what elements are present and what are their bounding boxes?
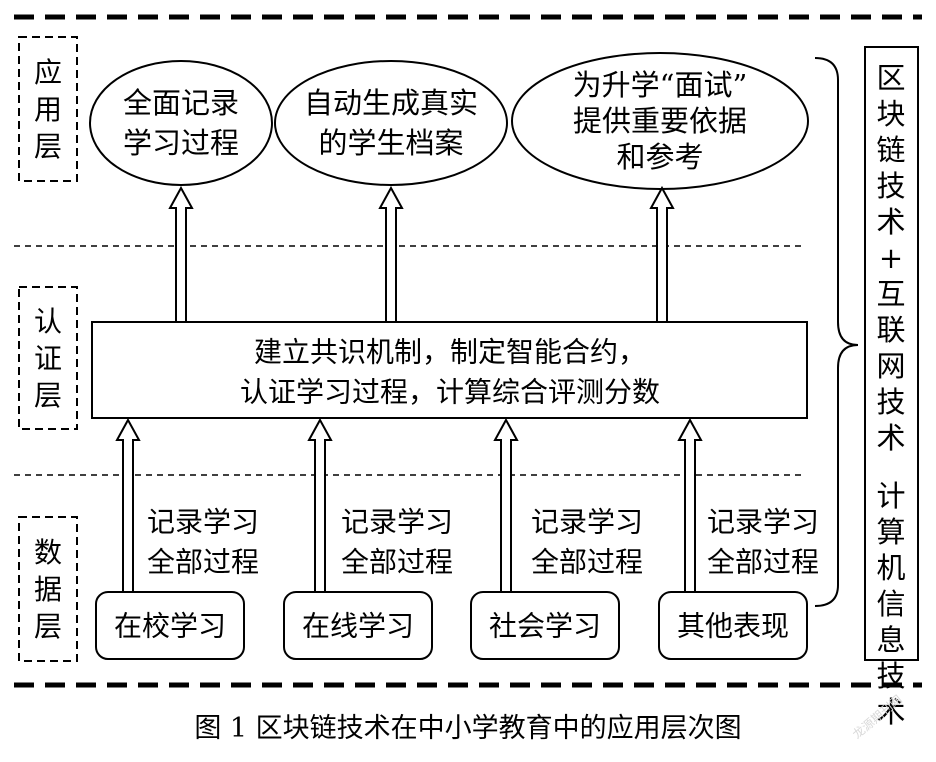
certification-line-1: 建立共识机制，制定智能合约， [254,336,646,369]
technology-label: 区块链技术+互联网技术计算机信息技术 [876,61,905,729]
arrow-label-3-line-1: 记录学习 [531,506,643,539]
data-source-label-3: 社会学习 [489,610,601,643]
arrow-label-1-line-2: 全部过程 [147,546,259,579]
arrow-label-2-line-1: 记录学习 [341,506,453,539]
data-source-label-2: 在线学习 [302,610,414,643]
layer-label-data: 数据层 [34,536,62,643]
up-arrow-from-source-3 [493,417,519,593]
data-source-box-2 [283,591,433,660]
technology-box [864,46,919,661]
figure-caption: 图 1 区块链技术在中小学教育中的应用层次图 [194,713,741,744]
layer-label-certification: 认证层 [34,305,62,412]
layer-box-data [18,516,78,662]
goal-1-line-1: 全面记录 [123,86,239,120]
layer-box-certification [18,286,78,430]
arrows [115,185,703,593]
up-arrow-to-goal-2 [378,185,404,323]
arrow-label-4-line-2: 全部过程 [707,546,819,579]
certification-box [91,321,808,419]
up-arrow-from-source-1 [115,417,141,593]
arrow-label-4-line-1: 记录学习 [707,506,819,539]
curly-brace [814,57,859,607]
goal-1-line-2: 学习过程 [123,126,239,160]
arrow-label-1-line-1: 记录学习 [147,506,259,539]
certification-text: 建立共识机制，制定智能合约， 认证学习过程，计算综合评测分数 [240,336,660,409]
arrow-label-3-line-2: 全部过程 [531,546,643,579]
certification-line-2: 认证学习过程，计算综合评测分数 [240,376,660,409]
up-arrow-to-goal-1 [168,185,194,323]
layer-label-application: 应用层 [34,56,62,163]
data-source-box-4 [658,591,808,660]
data-source-boxes: 在校学习 在线学习 社会学习 其他表现 [95,591,808,660]
goal-3-line-3: 和参考 [616,140,703,174]
goal-3-line-1: 为升学“面试” [573,68,748,102]
up-arrow-from-source-4 [677,417,703,593]
technology-text: 区块链技术+互联网技术计算机信息技术 [876,61,905,729]
layer-box-application [18,36,78,182]
goal-3-line-2: 提供重要依据 [573,104,747,138]
up-arrow-to-goal-3 [649,185,675,323]
goal-2-line-1: 自动生成真实 [304,86,478,120]
data-source-label-4: 其他表现 [677,610,789,643]
arrow-label-2-line-2: 全部过程 [341,546,453,579]
goal-ellipse-2 [274,60,508,186]
up-arrow-from-source-2 [307,417,333,593]
goal-ellipse-3 [511,52,809,190]
goal-2-line-2: 的学生档案 [318,126,463,160]
data-source-box-1 [95,591,245,660]
data-source-box-3 [470,591,620,660]
data-source-label-1: 在校学习 [114,610,226,643]
goal-ellipse-1 [89,60,273,186]
